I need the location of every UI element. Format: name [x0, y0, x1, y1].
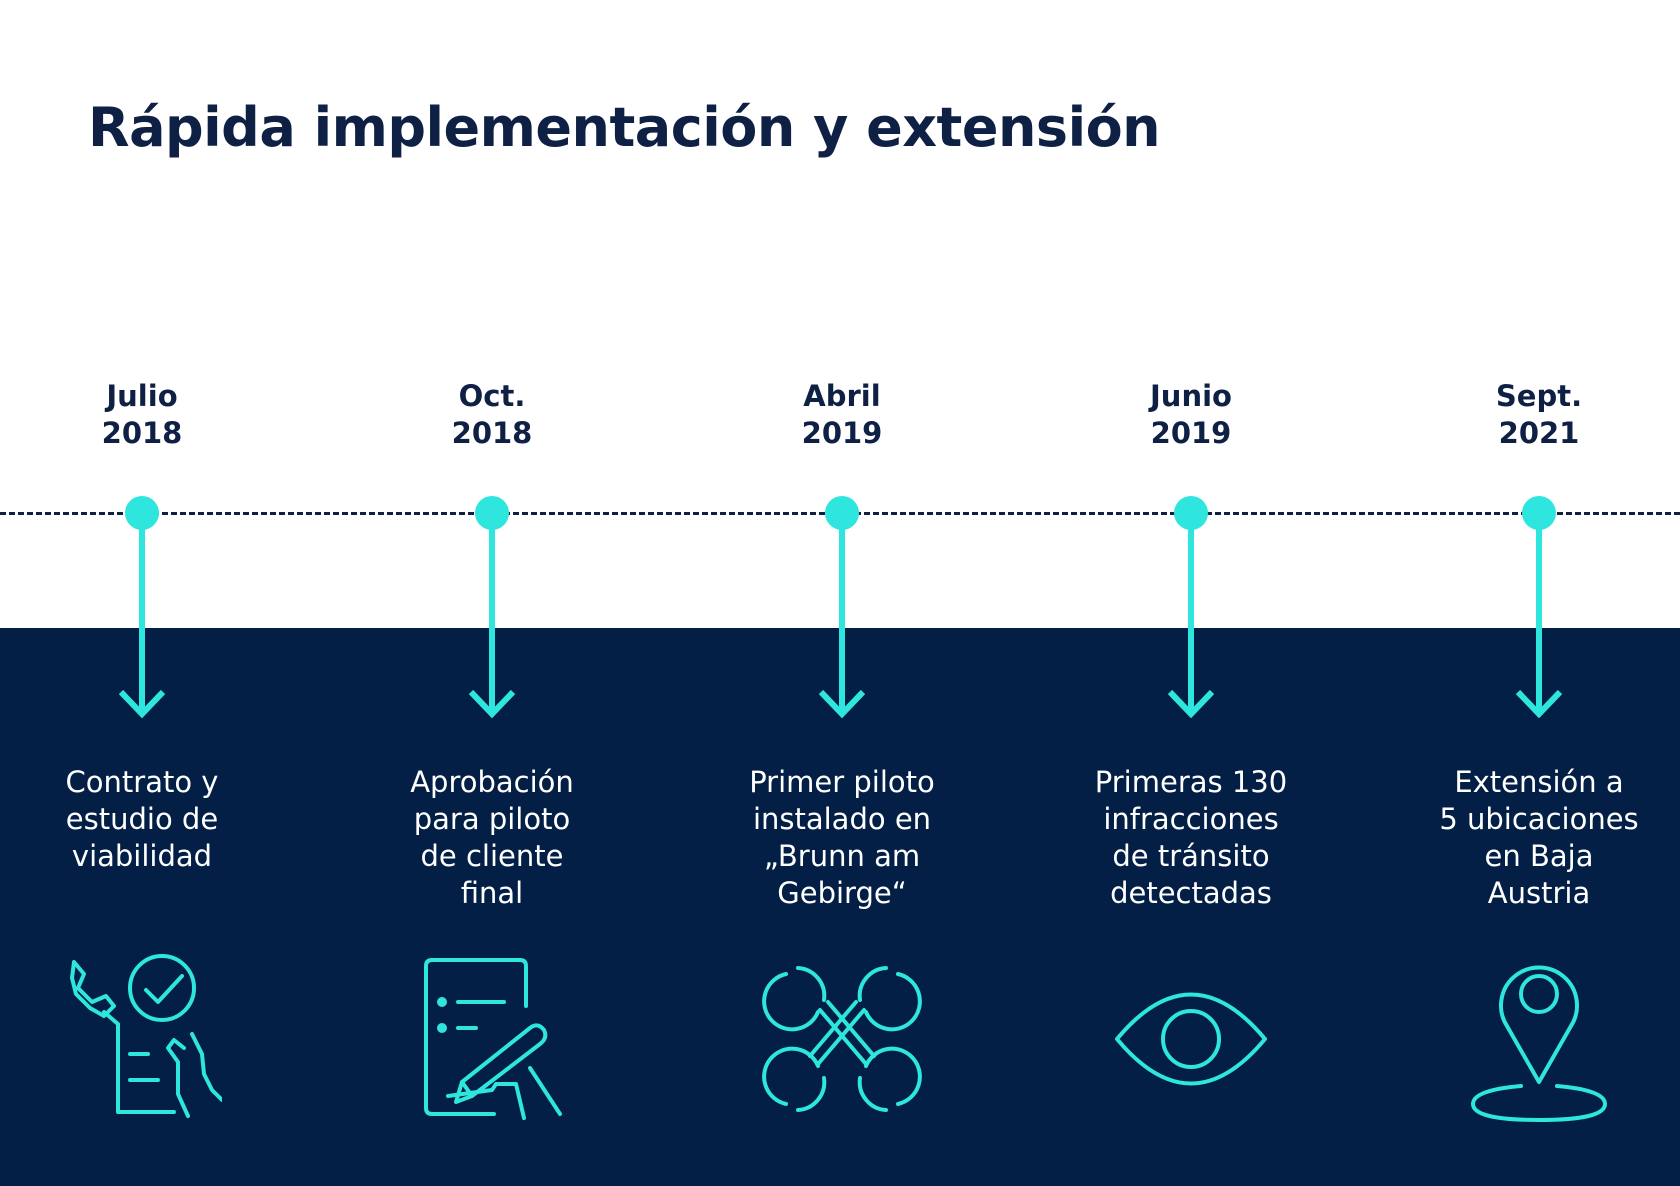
down-arrow-icon: [1515, 528, 1563, 718]
location-pin-icon: [1471, 965, 1607, 1122]
milestone-date: Oct. 2018: [451, 379, 533, 450]
milestone-april-2019: Abril 2019 Primer piloto instalado en „B…: [692, 0, 992, 1186]
milestone-description: Contrato y estudio de viabilidad: [65, 765, 219, 873]
down-arrow-icon: [1167, 528, 1215, 718]
milestone-june-2019: Junio 2019 Primeras 130 infracciones de …: [1041, 0, 1341, 1186]
milestone-date: Sept. 2021: [1495, 379, 1583, 450]
milestone-description: Extensión a 5 ubicaciones en Baja Austri…: [1439, 765, 1639, 910]
document-signing-icon: [424, 958, 562, 1120]
milestone-description: Primer piloto instalado en „Brunn am Geb…: [749, 765, 935, 910]
milestone-date: Junio 2019: [1150, 379, 1232, 450]
milestone-july-2018: Julio 2018 Contrato y estudio de viabili…: [0, 0, 292, 1186]
description-panel: [0, 628, 1680, 1186]
timeline-dot: [825, 496, 859, 530]
down-arrow-icon: [818, 528, 866, 718]
milestone-date: Abril 2019: [801, 379, 883, 450]
milestone-oct-2018: Oct. 2018 Aprobación para piloto de clie…: [342, 0, 642, 1186]
page-title: Rápida implementación y extensión: [88, 96, 1161, 159]
milestone-sept-2021: Sept. 2021 Extensión a 5 ubicaciones en …: [1389, 0, 1680, 1186]
timeline-dot: [1522, 496, 1556, 530]
tools-checkmark-icon: [70, 954, 222, 1118]
milestone-description: Primeras 130 infracciones de tránsito de…: [1094, 765, 1288, 910]
timeline-dot: [475, 496, 509, 530]
timeline-dot: [1174, 496, 1208, 530]
crossed-wrenches-icon: [762, 966, 922, 1112]
timeline-dot: [125, 496, 159, 530]
down-arrow-icon: [118, 528, 166, 718]
eye-icon: [1115, 992, 1267, 1086]
milestone-description: Aprobación para piloto de cliente final: [410, 765, 574, 910]
milestone-date: Julio 2018: [101, 379, 183, 450]
down-arrow-icon: [468, 528, 516, 718]
